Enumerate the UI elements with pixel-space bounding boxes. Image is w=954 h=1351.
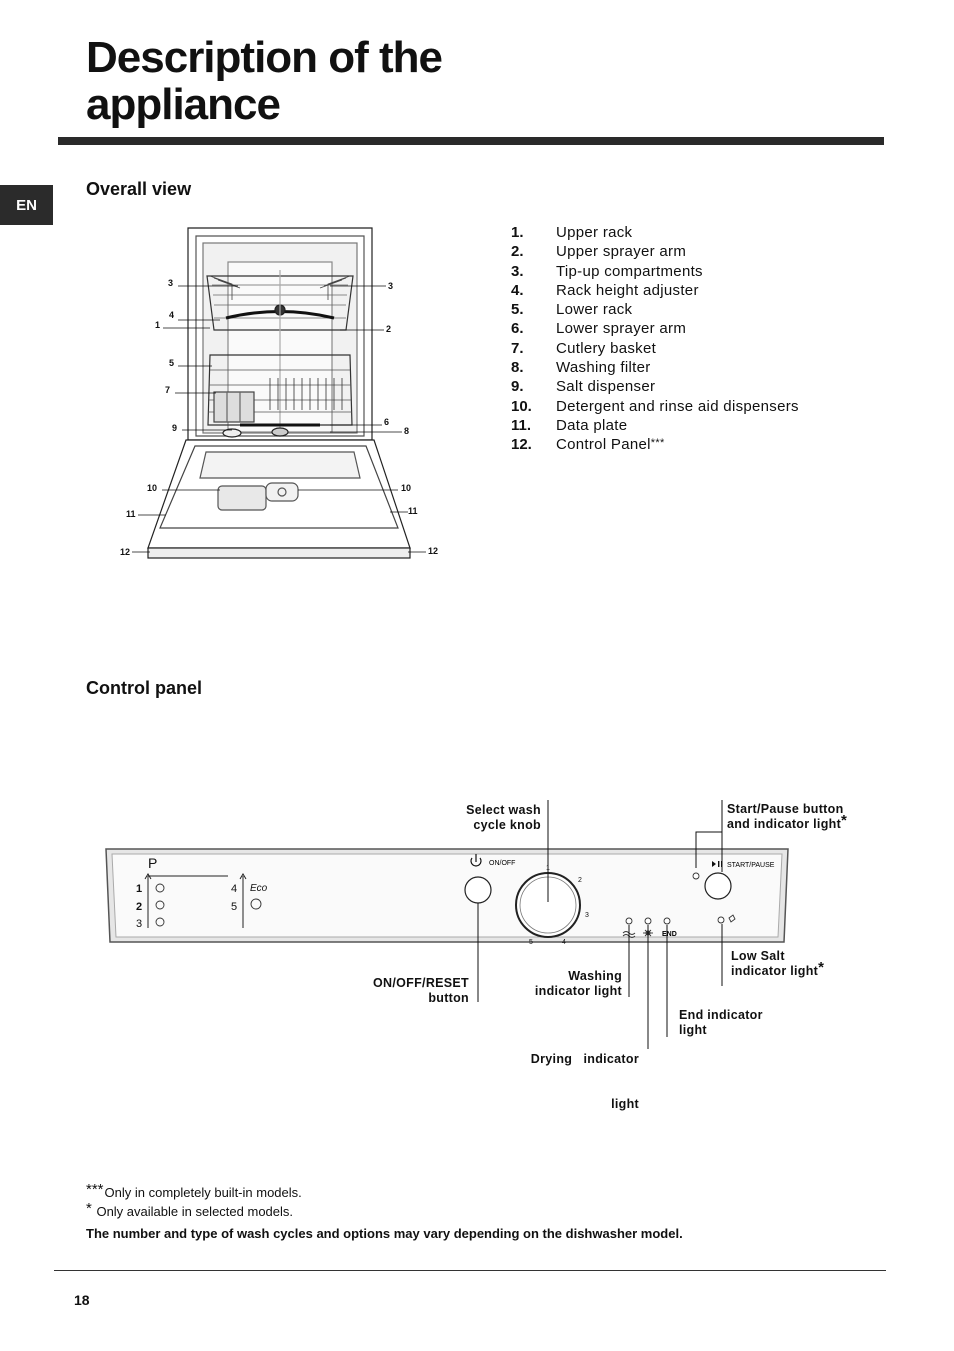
program-number: 4 bbox=[231, 883, 237, 895]
footnote-built-in: ***Only in completely built-in models. bbox=[86, 1181, 302, 1200]
diagram-label: 8 bbox=[404, 426, 409, 436]
callout-leaders bbox=[477, 800, 723, 1049]
diagram-label: 11 bbox=[126, 509, 136, 519]
list-item: 3.Tip-up compartments bbox=[511, 262, 703, 280]
program-icon-5 bbox=[250, 898, 262, 910]
overall-view-heading: Overall view bbox=[86, 179, 192, 199]
dishwasher-diagram: 3 3 4 1 2 5 7 6 9 8 10 10 11 11 12 12 bbox=[120, 227, 438, 559]
footnote-mark: *** bbox=[650, 437, 665, 450]
list-item: 12.Control Panel*** bbox=[511, 436, 665, 454]
diagram-label: 3 bbox=[168, 278, 173, 288]
diagram-label: 10 bbox=[401, 483, 411, 493]
list-item: 8.Washing filter bbox=[511, 359, 651, 377]
control-panel-heading: Control panel bbox=[86, 678, 202, 698]
diagram-label: 10 bbox=[147, 483, 157, 493]
low-salt-indicator-light bbox=[717, 916, 725, 924]
diagram-label: 7 bbox=[165, 385, 170, 395]
program-number: 5 bbox=[231, 901, 237, 913]
end-label: END bbox=[662, 931, 677, 938]
control-panel-diagram: P 1 2 3 4 5 Eco ON/OFF 1 2 3 4 5 bbox=[105, 848, 789, 946]
list-item: 9.Salt dispenser bbox=[511, 378, 656, 396]
end-indicator-light bbox=[663, 917, 671, 925]
diagram-label: 12 bbox=[120, 547, 130, 557]
title-line-1: Description of the bbox=[86, 33, 443, 82]
knob-mark: 5 bbox=[529, 939, 533, 946]
title-line-2: appliance bbox=[86, 80, 281, 129]
on-off-reset-callout: ON/OFF/RESET button bbox=[373, 976, 469, 1005]
knob-mark: 2 bbox=[578, 877, 582, 884]
footnote-mark: * bbox=[841, 811, 848, 829]
list-item: 2.Upper sprayer arm bbox=[511, 243, 687, 261]
list-item: 10.Detergent and rinse aid dispensers bbox=[511, 397, 799, 415]
program-icon-2 bbox=[155, 900, 165, 910]
diagram-label: 3 bbox=[388, 281, 393, 291]
start-pause-callout: Start/Pause button and indicator light* bbox=[727, 802, 848, 831]
eco-label: Eco bbox=[250, 883, 268, 894]
knob-mark: 4 bbox=[562, 939, 566, 946]
parts-list: 1.Upper rack 2.Upper sprayer arm 3.Tip-u… bbox=[511, 223, 799, 455]
list-item: 5.Lower rack bbox=[511, 301, 633, 319]
low-salt-callout: Low Salt indicator light* bbox=[731, 949, 825, 978]
washing-indicator-light bbox=[625, 917, 633, 925]
footer-rule bbox=[54, 1270, 886, 1271]
power-icon bbox=[470, 854, 482, 867]
program-number: 2 bbox=[136, 901, 142, 913]
diagram-label: 12 bbox=[428, 546, 438, 556]
on-off-label: ON/OFF bbox=[489, 860, 515, 867]
list-item: 1.Upper rack bbox=[511, 224, 633, 241]
end-callout: End indicator light bbox=[679, 1008, 763, 1037]
program-number: 1 bbox=[136, 883, 142, 895]
start-pause-button[interactable] bbox=[704, 872, 732, 900]
language-tab: EN bbox=[0, 185, 53, 225]
program-letter: P bbox=[148, 855, 157, 871]
program-number: 3 bbox=[136, 918, 142, 930]
start-pause-label: START/PAUSE bbox=[727, 862, 775, 869]
program-icon-1 bbox=[155, 883, 165, 893]
footnote-selected-models: * Only available in selected models. bbox=[86, 1200, 294, 1219]
page-title: Description of the appliance bbox=[86, 33, 443, 129]
title-rule bbox=[58, 137, 884, 145]
program-icon-3 bbox=[155, 917, 165, 927]
diagram-label: 11 bbox=[408, 506, 418, 516]
page-number: 18 bbox=[74, 1292, 90, 1308]
diagram-label: 6 bbox=[384, 417, 389, 427]
select-knob-callout: Select wash cycle knob bbox=[466, 803, 541, 832]
list-item: 11.Data plate bbox=[511, 416, 628, 434]
diagram-label: 2 bbox=[386, 324, 391, 334]
list-item: 4.Rack height adjuster bbox=[511, 281, 699, 299]
diagram-label: 1 bbox=[155, 320, 160, 330]
list-item: 7.Cutlery basket bbox=[511, 339, 657, 357]
diagram-label: 5 bbox=[169, 358, 174, 368]
drying-callout: Drying indicator light bbox=[530, 1052, 639, 1111]
list-item: 6.Lower sprayer arm bbox=[511, 320, 687, 338]
footnote-mark: * bbox=[818, 958, 825, 976]
footnote-variation: The number and type of wash cycles and o… bbox=[86, 1226, 683, 1241]
salt-icon bbox=[728, 914, 736, 923]
drying-indicator-light bbox=[644, 917, 652, 925]
start-pause-indicator-light bbox=[692, 872, 700, 880]
washing-callout: Washing indicator light bbox=[534, 969, 622, 998]
diagram-label: 9 bbox=[172, 423, 177, 433]
knob-mark: 3 bbox=[585, 912, 589, 919]
diagram-label: 4 bbox=[169, 310, 174, 320]
